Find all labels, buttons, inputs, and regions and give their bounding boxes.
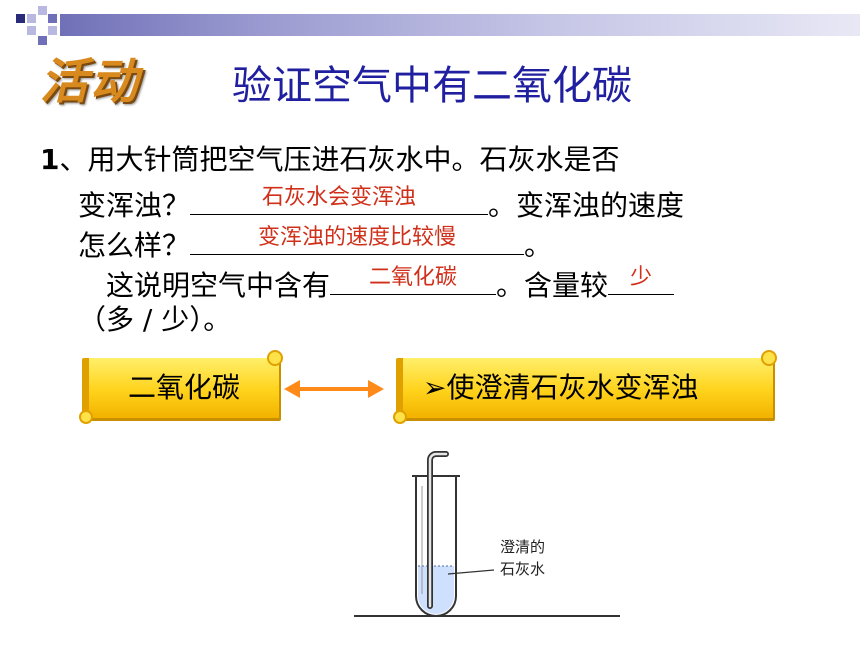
limewater-liquid [418, 566, 454, 614]
effect-text: 使澄清石灰水变浑浊 [446, 371, 699, 404]
slide-title: 验证空气中有二氧化碳 [232, 63, 632, 109]
header-gradient-bar [60, 14, 860, 36]
question-text: 。 [524, 229, 553, 262]
decor-square [27, 14, 36, 23]
question-line-3: 怎么样？ 变浑浊的速度比较慢 。 [78, 220, 553, 262]
answer-text-4: 少 [630, 265, 653, 290]
decor-square [16, 14, 25, 23]
test-tube-figure: 澄清的 石灰水 [350, 446, 640, 636]
limewater-label-2: 石灰水 [500, 560, 545, 578]
arrow-head-left [284, 380, 300, 398]
decor-square [27, 26, 36, 35]
question-line-2: 变浑浊？ 石灰水会变浑浊 。变浑浊的速度 [78, 180, 685, 222]
question-line-4: 这说明空气中含有 二氧化碳 。含量较少 [106, 260, 675, 302]
answer-text-2: 变浑浊的速度比较慢 [258, 225, 457, 250]
question-text: 、用大针筒把空气压进石灰水中。石灰水是否 [59, 143, 620, 176]
test-tube [415, 476, 457, 617]
question-text: （多 / 少）。 [78, 303, 232, 336]
co2-scroll-banner: 二氧化碳 [79, 350, 283, 424]
limewater-label-1: 澄清的 [500, 538, 545, 556]
decor-square [48, 26, 57, 35]
answer-blank-1: 石灰水会变浑浊 [190, 180, 489, 215]
co2-label: 二氧化碳 [127, 371, 240, 404]
question-text: 变浑浊？ [78, 189, 191, 222]
decor-square [38, 6, 47, 15]
glass-pipe-inner [428, 452, 448, 608]
question-text: 。含量较 [496, 269, 609, 302]
effect-scroll-banner: ➢使澄清石灰水变浑浊 [393, 350, 777, 424]
scroll-curl [761, 350, 777, 366]
answer-text-3: 二氧化碳 [369, 265, 458, 290]
decor-square [48, 14, 57, 23]
question-number: 1 [40, 143, 60, 176]
answer-text-1: 石灰水会变浑浊 [262, 185, 417, 210]
scroll-curl [267, 350, 283, 366]
activity-badge: 活动 [40, 54, 141, 110]
decor-square [38, 36, 47, 45]
answer-blank-3: 二氧化碳 [330, 260, 497, 295]
effect-label: ➢使澄清石灰水变浑浊 [403, 358, 773, 418]
question-line-1: 1、用大针筒把空气压进石灰水中。石灰水是否 [40, 140, 620, 180]
scroll-curl [79, 410, 93, 424]
question-text: 。变浑浊的速度 [488, 189, 685, 222]
test-tube-diagram: 澄清的 石灰水 [354, 451, 620, 617]
arrow-head-right [368, 380, 384, 398]
question-text: 这说明空气中含有 [106, 269, 331, 302]
answer-blank-4: 少 [608, 260, 675, 295]
label-pointer [447, 569, 495, 575]
question-line-5: （多 / 少）。 [78, 300, 231, 340]
double-arrow-icon [284, 380, 384, 398]
question-text: 怎么样？ [78, 229, 191, 262]
scroll-curl [393, 410, 407, 424]
answer-blank-2: 变浑浊的速度比较慢 [190, 220, 525, 255]
bullet-arrow-icon: ➢ [423, 371, 447, 404]
